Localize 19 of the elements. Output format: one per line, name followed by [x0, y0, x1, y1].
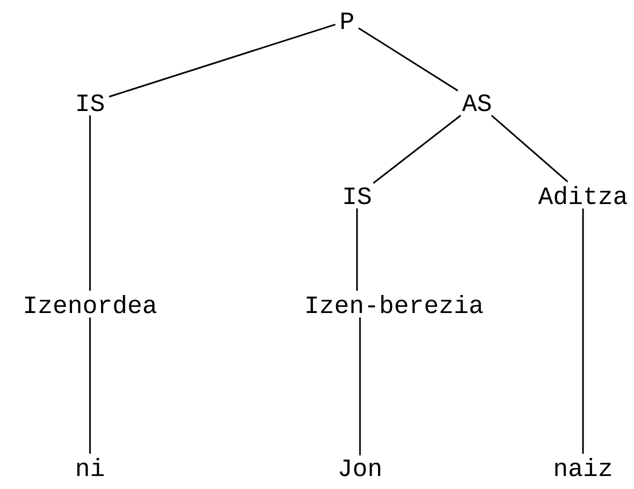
- tree-node-label: IS: [78, 94, 104, 112]
- tree-branch: [89, 318, 91, 454]
- tree-node-label: naiz: [555, 458, 611, 476]
- tree-node-label: Izen-berezia: [306, 294, 483, 314]
- tree-branch: [89, 115, 91, 291]
- tree-node-label: P: [342, 12, 354, 29]
- tree-node-label: IS: [344, 187, 371, 204]
- tree-branch: [356, 208, 358, 291]
- tree-node-label: Izenordea: [25, 294, 156, 314]
- tree-branch: [582, 208, 584, 454]
- tree-branch: [359, 317, 361, 456]
- tree-branch: [372, 114, 462, 184]
- tree-node-label: Jon: [340, 460, 380, 476]
- tree-node-label: Aditza: [538, 186, 627, 204]
- tree-branch: [358, 27, 458, 92]
- tree-node-label: ni: [77, 458, 104, 476]
- tree-branch: [490, 114, 568, 182]
- tree-branch: [108, 24, 336, 98]
- tree-node-label: AS: [462, 94, 491, 112]
